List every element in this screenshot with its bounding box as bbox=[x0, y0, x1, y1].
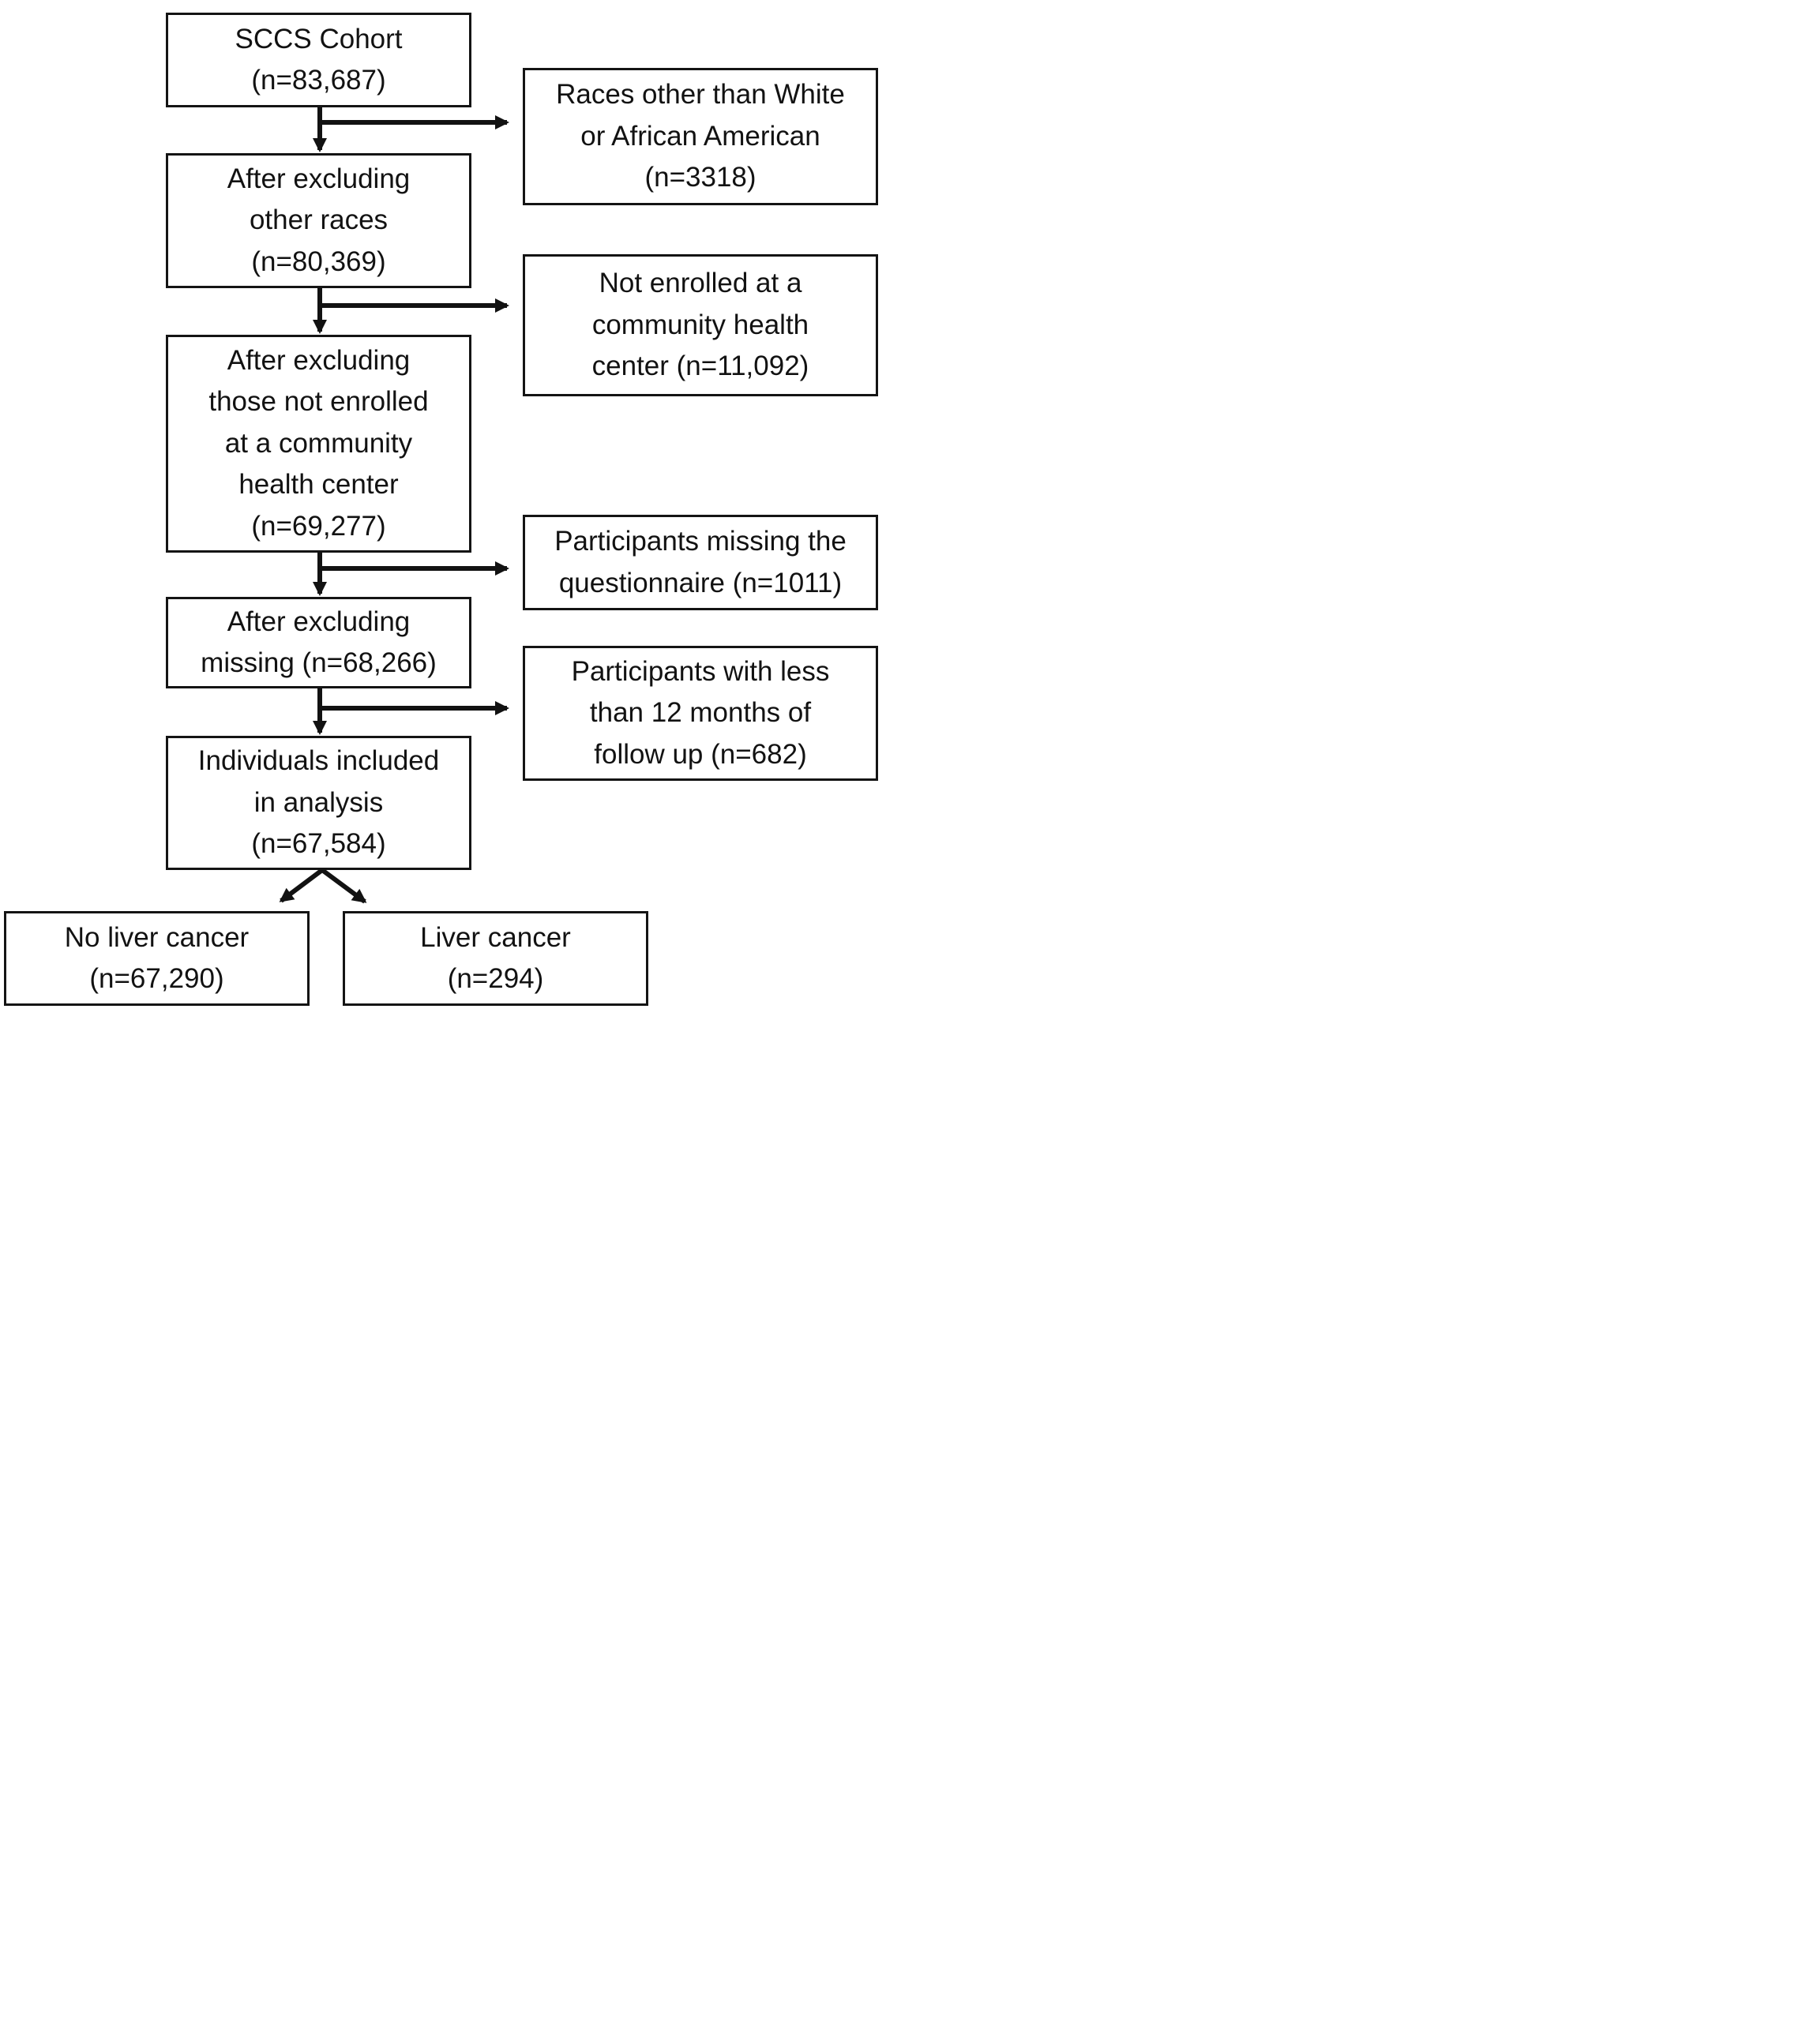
node-line: Liver cancer bbox=[420, 921, 571, 953]
node-line: or African American bbox=[580, 120, 820, 152]
node-line: (n=80,369) bbox=[251, 246, 386, 277]
node-line: Individuals included bbox=[197, 745, 440, 777]
node-line: (n=69,277) bbox=[251, 510, 386, 542]
node-line: (n=3318) bbox=[644, 162, 756, 193]
node-line: Participants with less bbox=[571, 655, 830, 687]
arrow-analysis-to-liver-cancer bbox=[321, 868, 367, 904]
node-missing-questionnaire: Participants missing the questionnaire (… bbox=[523, 515, 878, 610]
node-line: After excluding bbox=[227, 606, 411, 637]
node-line: After excluding bbox=[227, 163, 411, 194]
node-line: (n=67,290) bbox=[89, 963, 224, 994]
node-line: (n=83,687) bbox=[251, 65, 386, 96]
node-after-excluding-other-races: After excluding other races (n=80,369) bbox=[166, 153, 471, 288]
node-sccs-cohort: SCCS Cohort (n=83,687) bbox=[166, 13, 471, 107]
node-line: health center bbox=[238, 469, 399, 501]
node-line: (n=67,584) bbox=[251, 828, 386, 860]
arrow-analysis-to-no-liver-cancer bbox=[279, 868, 324, 903]
node-line: those not enrolled bbox=[208, 386, 429, 418]
node-line: other races bbox=[249, 204, 389, 236]
node-liver-cancer: Liver cancer (n=294) bbox=[343, 911, 648, 1006]
node-line: (n=294) bbox=[447, 963, 544, 994]
node-line: community health bbox=[591, 309, 809, 340]
node-line: Not enrolled at a bbox=[599, 268, 802, 299]
node-line: questionnaire (n=1011) bbox=[558, 567, 843, 598]
node-included-in-analysis: Individuals included in analysis (n=67,5… bbox=[166, 736, 471, 870]
node-not-enrolled-chc: Not enrolled at a community health cente… bbox=[523, 254, 878, 396]
node-line: Races other than White bbox=[556, 79, 845, 111]
node-line: missing (n=68,266) bbox=[201, 647, 437, 678]
node-after-excluding-not-enrolled: After excluding those not enrolled at a … bbox=[166, 335, 471, 553]
node-after-excluding-missing: After excluding missing (n=68,266) bbox=[166, 597, 471, 688]
flow-diagram-canvas: SCCS Cohort (n=83,687) Races other than … bbox=[0, 0, 901, 1022]
node-line: in analysis bbox=[253, 786, 384, 818]
node-line: SCCS Cohort bbox=[235, 23, 403, 54]
node-line: After excluding bbox=[227, 344, 411, 376]
node-line: center (n=11,092) bbox=[591, 351, 809, 382]
node-no-liver-cancer: No liver cancer (n=67,290) bbox=[4, 911, 310, 1006]
node-less-than-12-months-followup: Participants with less than 12 months of… bbox=[523, 646, 878, 781]
node-line: than 12 months of bbox=[589, 697, 812, 729]
node-line: No liver cancer bbox=[64, 921, 250, 953]
node-excluded-other-races: Races other than White or African Americ… bbox=[523, 68, 878, 205]
node-line: at a community bbox=[224, 427, 413, 459]
node-line: follow up (n=682) bbox=[594, 738, 807, 770]
node-line: Participants missing the bbox=[554, 526, 847, 557]
connector-layer bbox=[279, 107, 509, 904]
